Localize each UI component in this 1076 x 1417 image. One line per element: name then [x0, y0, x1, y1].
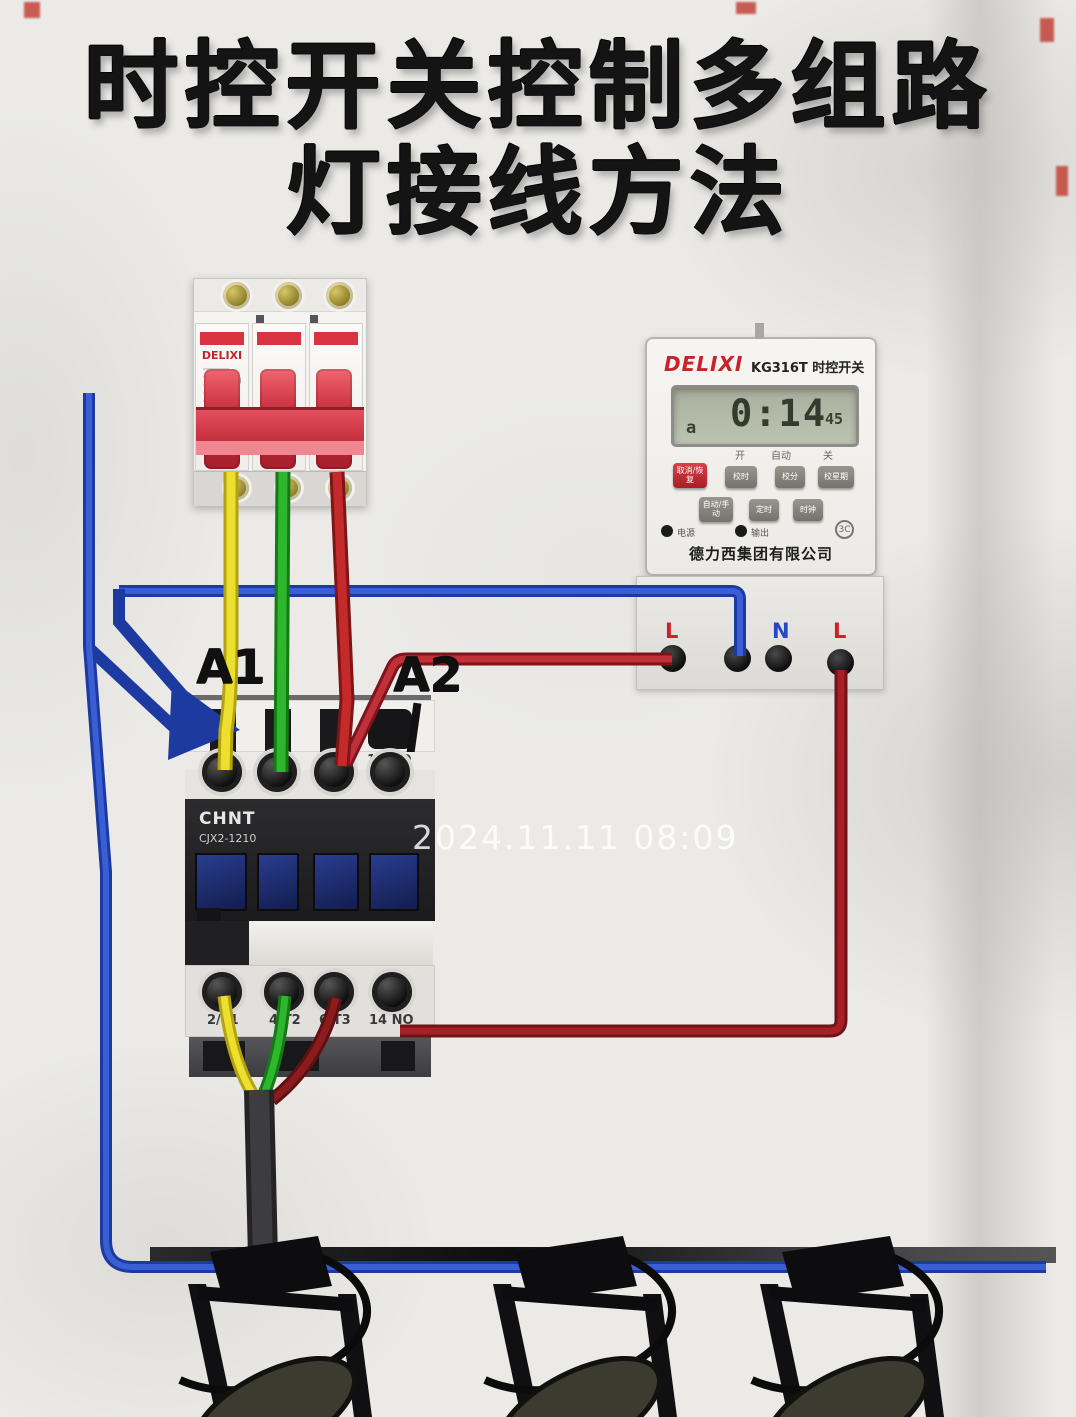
coil-label-a1: A1	[196, 640, 266, 695]
terminal-screw-icon	[326, 282, 353, 309]
time-control-switch: DELIXI KG316T 时控开关 a 0:14 45 开 自动 关 取消/恢…	[645, 323, 877, 576]
title-line-1: 时控开关控制多组路	[83, 32, 993, 142]
contactor-terminal	[257, 752, 297, 792]
set-minute-button: 校分	[775, 466, 805, 488]
coil-label-a2: A2	[393, 648, 463, 703]
terminal-label-l-out: L	[833, 619, 847, 643]
cancel-restore-button: 取消/恢复	[673, 463, 707, 488]
set-hour-button: 校时	[725, 466, 757, 488]
timer-terminal-strip: L N L	[636, 576, 884, 690]
breaker-red-stripe	[200, 332, 244, 345]
timer-terminal	[724, 645, 751, 672]
title-line-2: 灯接线方法	[285, 138, 791, 249]
timing-button: 定时	[749, 499, 779, 521]
power-led-icon	[661, 525, 673, 537]
contactor-brand-label: CHNT	[199, 809, 256, 829]
wire-clamp	[265, 709, 291, 753]
lamp-rail	[150, 1247, 1056, 1263]
street-lamp-1	[177, 1236, 372, 1417]
terminal-screw-icon	[277, 476, 301, 500]
contactor-body: CHNT CJX2-1210	[185, 799, 435, 921]
breaker-handle-lip	[196, 441, 364, 455]
street-lamp-2	[482, 1236, 677, 1417]
breaker-top-terminal-strip	[194, 279, 366, 312]
contactor-terminal	[370, 752, 410, 792]
contactor-mid-strip	[249, 921, 433, 965]
timer-terminal	[765, 645, 792, 672]
wire-clamp	[320, 709, 346, 753]
timer-mount-tab	[755, 323, 764, 339]
wire-clamp	[368, 709, 412, 749]
contactor-terminal	[372, 972, 412, 1012]
page-title: 时控开关控制多组路 灯接线方法	[0, 34, 1076, 247]
auto-manual-button: 自动/手动	[699, 497, 733, 522]
breaker-notch	[256, 315, 264, 325]
contactor-model-label: CJX2-1210	[199, 832, 257, 845]
red-speck	[1040, 18, 1054, 42]
terminal-label: 2/T1	[207, 1013, 239, 1028]
cable-sleeve	[244, 1089, 278, 1259]
red-speck	[1056, 166, 1068, 196]
contactor-window	[195, 853, 247, 911]
contactor-terminal	[264, 972, 304, 1012]
output-led-label: 输出	[751, 529, 770, 539]
lcd-mode-indicator: a	[686, 418, 697, 438]
terminal-label-l-in: L	[665, 619, 679, 643]
contactor-terminal	[314, 752, 354, 792]
terminal-label: 4/T2	[269, 1013, 301, 1028]
terminal-screw-icon	[225, 476, 249, 500]
breaker-red-stripe	[314, 332, 358, 345]
ccc-mark-icon: 3C	[835, 520, 854, 539]
terminal-screw-icon	[275, 282, 302, 309]
mode-label-auto: 自动	[771, 451, 791, 462]
contactor-terminal	[202, 752, 242, 792]
foot-tab	[203, 1041, 245, 1071]
contactor-terminal	[202, 972, 242, 1012]
contactor-window	[369, 853, 419, 911]
mode-label-off: 关	[823, 451, 833, 462]
mode-label-on: 开	[735, 451, 745, 462]
red-speck	[24, 2, 40, 18]
circuit-breaker: DELIXI	[193, 278, 367, 506]
timer-company-label: 德力西集团有限公司	[688, 545, 833, 563]
foot-tab	[381, 1041, 415, 1071]
breaker-brand-label: DELIXI	[201, 349, 243, 362]
terminal-screw-icon	[328, 476, 352, 500]
power-led-label: 电源	[677, 529, 696, 539]
street-lamp-3	[749, 1236, 944, 1417]
timer-terminal	[659, 645, 686, 672]
timer-brand-label: DELIXI	[664, 352, 744, 376]
ac-contactor: 1/L1 3/L2 5/L3 13 NO CHNT CJX2-1210 2/T1…	[185, 695, 435, 1077]
lcd-time-value: 0:14	[730, 392, 828, 435]
breaker-handle-tie-bar	[196, 407, 364, 444]
foot-tab	[277, 1041, 319, 1071]
timestamp-watermark: 2024.11.11 08:09	[412, 818, 739, 857]
contactor-window	[257, 853, 299, 911]
breaker-red-stripe	[257, 332, 301, 345]
lcd-seconds-value: 45	[824, 410, 843, 428]
output-led-icon	[735, 525, 747, 537]
terminal-label: 6/T3	[319, 1013, 351, 1028]
timer-terminal	[827, 649, 854, 676]
terminal-label-n: N	[772, 619, 790, 643]
contactor-terminal	[314, 972, 354, 1012]
wire-clamp	[210, 709, 236, 753]
contactor-top-clamps	[185, 700, 435, 754]
timer-lcd-display: a 0:14 45	[671, 385, 859, 447]
clock-button: 时钟	[793, 499, 823, 521]
set-week-button: 校星期	[818, 466, 854, 488]
terminal-screw-icon	[223, 282, 250, 309]
contactor-foot	[189, 1037, 431, 1077]
terminal-label: 14 NO	[369, 1013, 414, 1028]
timer-model-label: KG316T 时控开关	[751, 361, 865, 376]
red-speck	[736, 2, 756, 14]
contactor-mid-dark	[185, 921, 249, 965]
breaker-bottom-terminal-strip	[194, 471, 366, 506]
contactor-window	[313, 853, 359, 911]
breaker-notch	[310, 315, 318, 325]
